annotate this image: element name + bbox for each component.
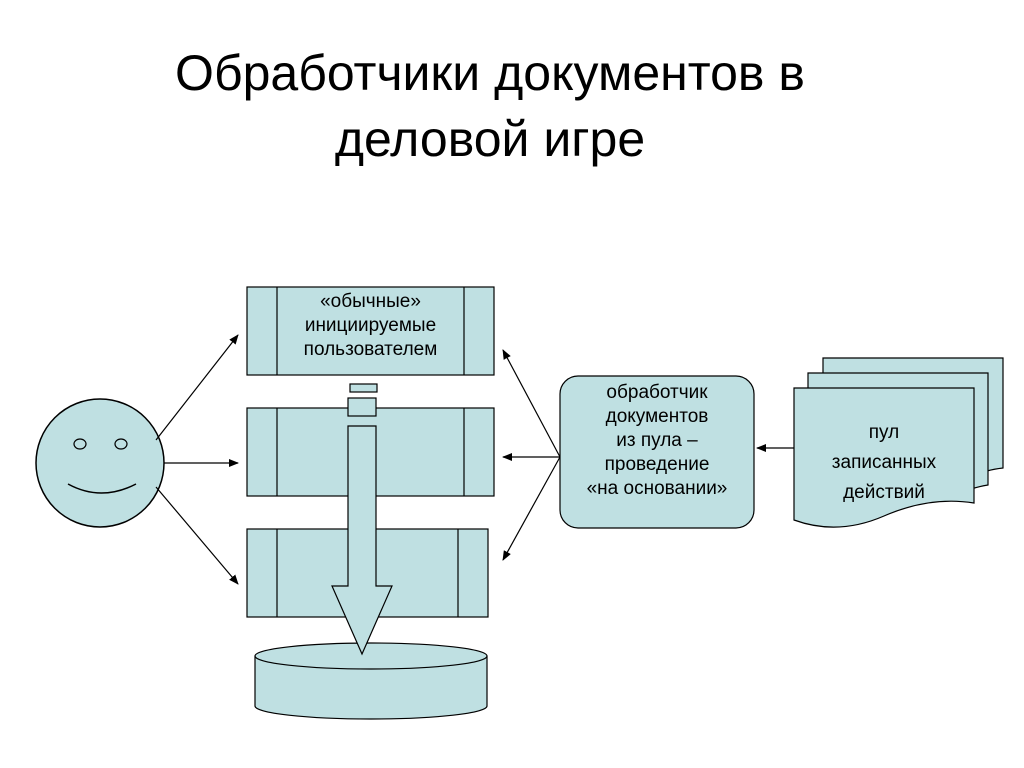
normal-handler-label-line-1: «обычные» (320, 291, 421, 312)
database-cylinder-icon (254, 642, 488, 720)
document-stack-icon (793, 357, 1004, 528)
pool-handler-label-line-4: проведение (604, 454, 710, 475)
smiley-face-icon (35, 398, 165, 528)
action-pool-label: пул записанных действий (794, 418, 974, 508)
big-down-arrow (331, 383, 393, 656)
arrow-actor-to-normal-handler (155, 334, 239, 441)
action-pool-label-line-1: пул (868, 422, 900, 443)
face-circle (35, 398, 165, 528)
slide-title: Обработчики документов в деловой игре (0, 40, 980, 172)
action-pool-label-line-2: записанных (831, 452, 937, 473)
pool-handler-label-line-1: обработчик (606, 382, 708, 403)
action-pool-label-line-3: действий (843, 482, 925, 503)
right-eye (114, 438, 128, 450)
arrow-pool-handler-to-normal (502, 349, 561, 458)
smile-mouth (67, 483, 137, 494)
pool-handler-box (559, 375, 755, 529)
handler-box-normal (246, 286, 495, 376)
normal-handler-label-line-2: инициируемые (304, 315, 437, 336)
arrow-pool-handler-to-handler-3 (502, 456, 561, 561)
normal-handler-label: «обычные» инициируемые пользователем (247, 290, 494, 362)
pool-handler-label-line-3: из пула – (616, 430, 698, 451)
pool-handler-label: обработчик документов из пула – проведен… (560, 381, 754, 501)
slide-title-line-2: деловой игре (334, 111, 646, 167)
pool-handler-label-line-2: документов (605, 406, 709, 427)
normal-handler-label-line-3: пользователем (303, 339, 438, 360)
arrow-actor-to-handler-3 (155, 486, 239, 585)
pool-handler-label-line-5: «на основании» (586, 478, 728, 499)
slide-title-line-1: Обработчики документов в (175, 45, 805, 101)
left-eye (73, 438, 87, 450)
